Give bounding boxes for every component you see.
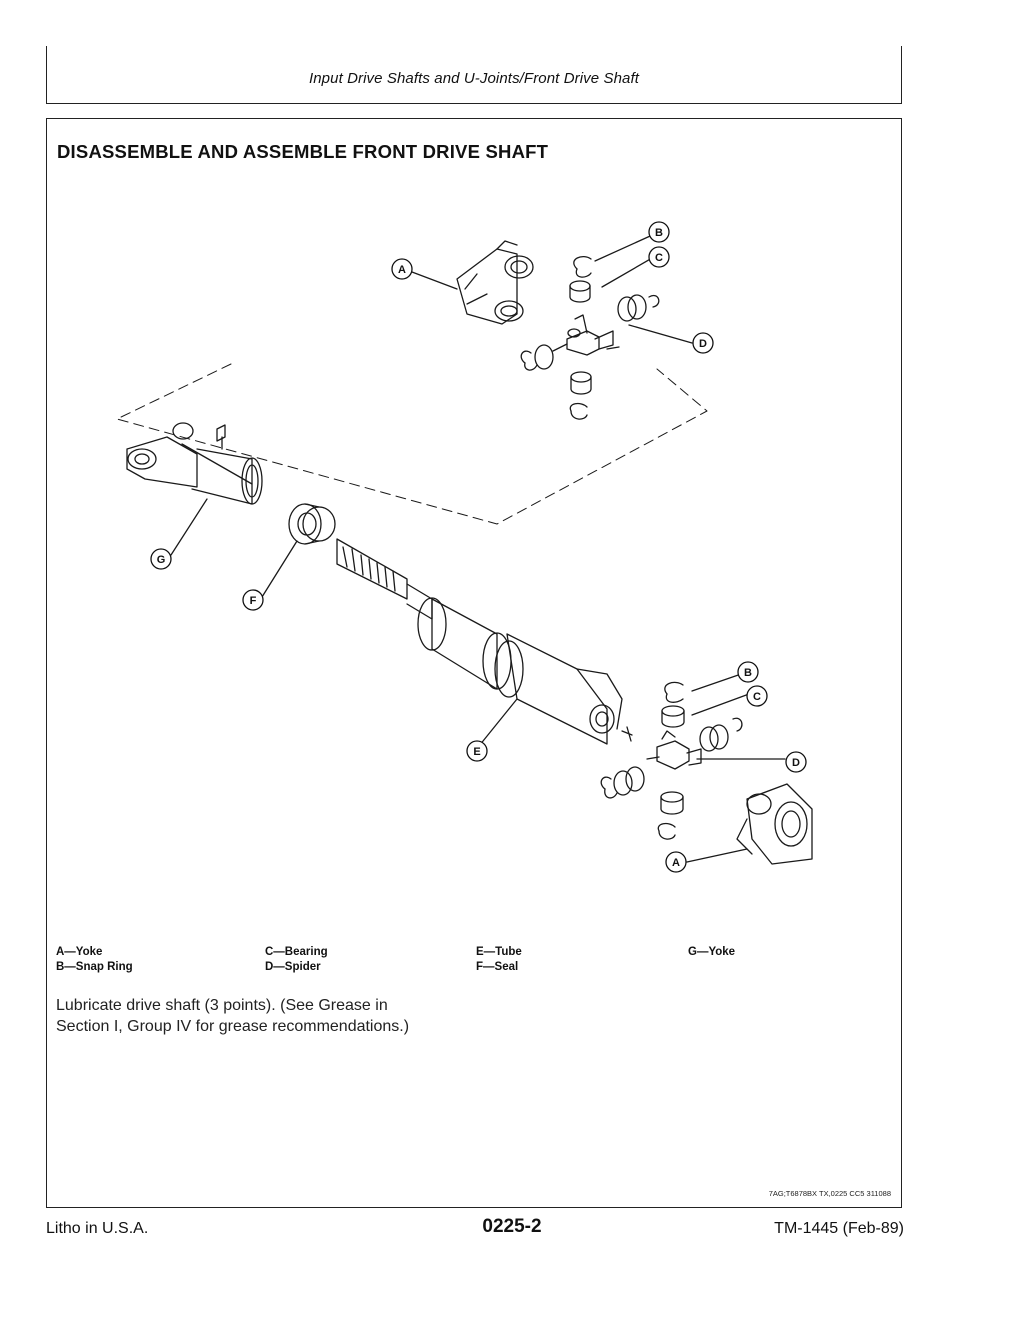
callout-g: G: [150, 548, 172, 570]
svg-text:A: A: [672, 857, 680, 869]
callout-c-top: C: [648, 246, 670, 268]
note-line: Section I, Group IV for grease recommend…: [56, 1018, 410, 1035]
legend-column-4: G—Yoke: [688, 945, 735, 960]
callout-f: F: [242, 589, 264, 611]
callout-c-bottom: C: [746, 685, 768, 707]
svg-text:E: E: [473, 746, 480, 758]
legend-item: A—Yoke: [56, 946, 103, 958]
note-line: Lubricate drive shaft (3 points). (See G…: [56, 997, 388, 1014]
header-box: Input Drive Shafts and U-Joints/Front Dr…: [46, 46, 902, 104]
legend-item: G—Yoke: [688, 946, 736, 958]
legend-column-3: E—Tube F—Seal: [476, 945, 522, 975]
tube-part: [336, 538, 623, 745]
legend-item: D—Spider: [265, 961, 321, 973]
assembly-dashed-outline: [116, 363, 708, 525]
svg-text:D: D: [792, 757, 800, 769]
bottom-ujoint-parts: [600, 681, 743, 840]
callout-e: E: [466, 740, 488, 762]
svg-text:F: F: [250, 595, 257, 607]
svg-text:C: C: [753, 691, 761, 703]
svg-text:D: D: [699, 338, 707, 350]
bottom-yoke-part: [736, 783, 813, 865]
page-header-title: Input Drive Shafts and U-Joints/Front Dr…: [308, 70, 640, 87]
callout-d-top: D: [692, 332, 714, 354]
svg-text:G: G: [157, 554, 166, 566]
manual-number: TM-1445 (Feb-89): [774, 1220, 904, 1237]
legend-item: F—Seal: [476, 961, 519, 973]
svg-text:B: B: [744, 667, 752, 679]
lubrication-note: Lubricate drive shaft (3 points). (See G…: [56, 995, 476, 1037]
callout-b-top: B: [648, 221, 670, 243]
legend-item: B—Snap Ring: [56, 961, 133, 973]
seal-part: [288, 503, 336, 545]
top-yoke-part: [456, 240, 534, 325]
legend-item: E—Tube: [476, 946, 522, 958]
callout-a-bottom: A: [665, 851, 687, 873]
main-content-box: DISASSEMBLE AND ASSEMBLE FRONT DRIVE SHA…: [46, 118, 902, 1208]
callout-d-bottom: D: [785, 751, 807, 773]
svg-text:A: A: [398, 264, 406, 276]
callout-a-top: A: [391, 258, 413, 280]
legend-item: C—Bearing: [265, 946, 328, 958]
figure-reference-id: 7AG;T6878BX TX,0225 CC5 311088: [768, 1189, 891, 1198]
drive-shaft-exploded-diagram: A B C D G F E B C D A: [116, 221, 813, 873]
legend-column-2: C—Bearing D—Spider: [265, 945, 328, 975]
svg-text:B: B: [655, 227, 663, 239]
section-title: DISASSEMBLE AND ASSEMBLE FRONT DRIVE SHA…: [57, 141, 549, 162]
svg-text:C: C: [655, 252, 663, 264]
page-number: 0225-2: [482, 1216, 542, 1237]
legend-column-1: A—Yoke B—Snap Ring: [56, 945, 133, 975]
callout-b-bottom: B: [737, 661, 759, 683]
slip-yoke-part: [126, 422, 263, 505]
top-ujoint-parts: [520, 255, 660, 420]
callout-labels: A B C D G F E B C D A: [150, 221, 807, 873]
footer-printer-note: Litho in U.S.A.: [46, 1220, 149, 1237]
